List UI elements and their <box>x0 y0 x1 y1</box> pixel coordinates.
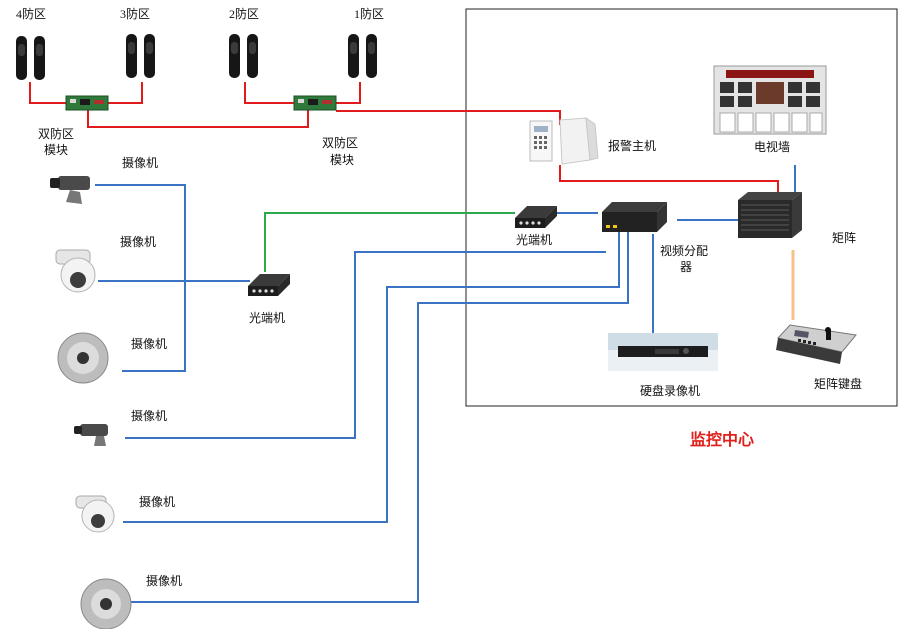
beam-detector-zone2 <box>229 34 258 78</box>
camera-label: 摄像机 <box>122 155 158 170</box>
bullet-camera-icon <box>74 424 108 446</box>
dual-zone-module-left-board <box>65 95 109 111</box>
dual-zone-module-label: 模块 <box>330 153 354 167</box>
monitor-center-frame <box>465 8 898 407</box>
alarm-host-label: 报警主机 <box>608 138 656 153</box>
dual-zone-module-label: 双防区 <box>38 126 74 141</box>
speed-dome-camera-icon <box>75 495 115 533</box>
matrix-icon <box>738 192 802 238</box>
dvr-icon <box>608 333 718 371</box>
tv-wall-icon <box>713 65 827 135</box>
video-distributor-label: 器 <box>680 260 692 274</box>
optical-terminal-center-icon <box>515 206 557 228</box>
optical-terminal-label: 光端机 <box>249 311 285 325</box>
matrix-label: 矩阵 <box>832 231 856 245</box>
zone-label: 1防区 <box>354 6 384 21</box>
video-wiring <box>95 165 796 603</box>
dual-zone-module-right-board <box>293 95 337 111</box>
dome-camera-icon <box>57 332 109 384</box>
camera-label: 摄像机 <box>120 234 156 249</box>
beam-detector-zone4 <box>16 36 45 80</box>
camera-label: 摄像机 <box>131 408 167 423</box>
dome-camera-icon <box>80 578 132 629</box>
dual-zone-module-label: 模块 <box>44 143 68 157</box>
matrix-keyboard-label: 矩阵键盘 <box>814 376 862 391</box>
optical-terminal-label: 光端机 <box>516 233 552 247</box>
dual-zone-module-label: 双防区 <box>322 135 358 150</box>
alarm-host-icon <box>529 117 599 165</box>
beam-detector-zone3 <box>126 34 155 78</box>
zone-label: 2防区 <box>229 6 259 21</box>
alarm-wiring <box>29 82 779 195</box>
monitor-center-title: 监控中心 <box>690 430 754 449</box>
matrix-keyboard-icon <box>776 324 857 364</box>
speed-dome-camera-icon <box>55 249 96 293</box>
dvr-label: 硬盘录像机 <box>640 383 700 398</box>
zone-label: 3防区 <box>120 6 150 21</box>
camera-label: 摄像机 <box>146 573 182 588</box>
beam-detector-zone1 <box>348 34 377 78</box>
fiber-link <box>264 212 515 272</box>
tv-wall-label: 电视墙 <box>754 139 790 154</box>
camera-label: 摄像机 <box>131 336 167 351</box>
camera-label: 摄像机 <box>139 494 175 509</box>
zone-label: 4防区 <box>16 6 46 21</box>
bullet-camera-icon <box>50 176 90 204</box>
video-distributor-label: 视频分配 <box>660 243 708 258</box>
optical-terminal-field-icon <box>248 274 290 296</box>
video-distributor-icon <box>602 202 667 232</box>
